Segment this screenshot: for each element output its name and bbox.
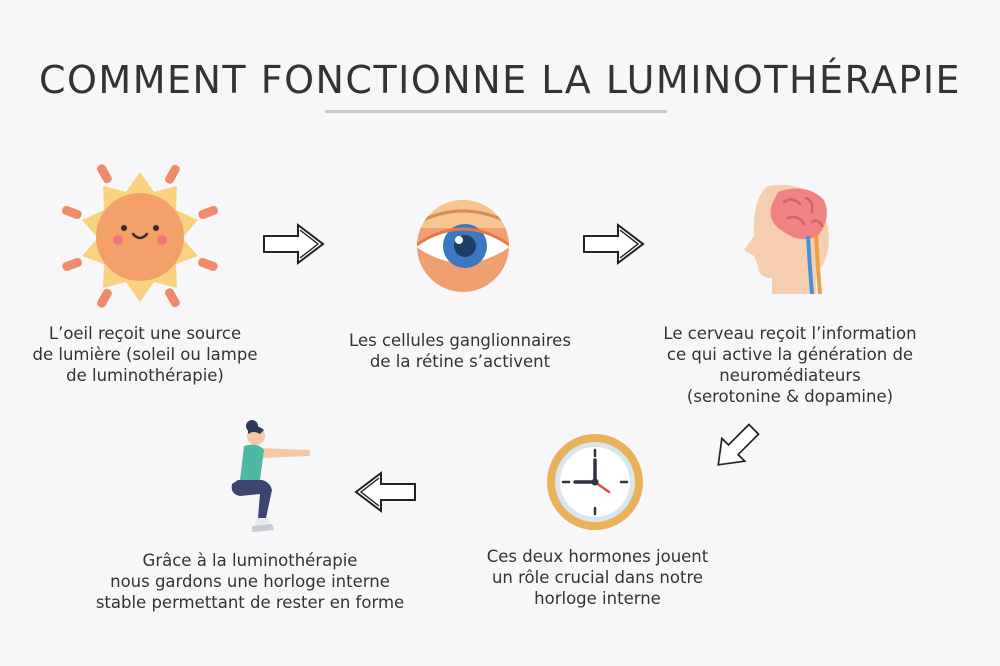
- arrow-left-icon: [353, 470, 417, 514]
- squat-woman-icon: [210, 418, 320, 536]
- caption-line: nous gardons une horloge interne: [110, 572, 390, 591]
- sun-icon: [60, 160, 220, 310]
- caption-line: de lumière (soleil ou lampe: [32, 345, 258, 364]
- caption-line: L’oeil reçoit une source: [48, 324, 242, 343]
- eye-icon: [415, 198, 511, 294]
- caption-line: neuromédiateurs: [719, 366, 861, 385]
- clock-icon: [545, 432, 645, 532]
- caption-line: horloge interne: [534, 589, 661, 608]
- arrow-right-icon: [582, 222, 646, 266]
- caption-line: stable permettant de rester en forme: [95, 593, 405, 612]
- step-caption: L’oeil reçoit une source de lumière (sol…: [10, 323, 280, 386]
- step-caption: Le cerveau reçoit l’information ce qui a…: [630, 323, 950, 407]
- step-caption: Grâce à la luminothérapie nous gardons u…: [60, 550, 440, 613]
- arrow-down-left-icon: [708, 420, 762, 474]
- caption-line: ce qui active la génération de: [666, 345, 914, 364]
- caption-line: Les cellules ganglionnaires: [349, 331, 571, 350]
- caption-line: de luminothérapie): [66, 366, 224, 385]
- caption-line: Ces deux hormones jouent: [486, 547, 709, 566]
- caption-line: Le cerveau reçoit l’information: [663, 324, 917, 343]
- caption-line: Grâce à la luminothérapie: [142, 551, 358, 570]
- step-caption: Ces deux hormones jouent un rôle crucial…: [455, 546, 740, 609]
- caption-line: de la rétine s’activent: [369, 352, 551, 371]
- title-underline: [325, 110, 667, 113]
- step-caption: Les cellules ganglionnaires de la rétine…: [320, 330, 600, 372]
- caption-line: un rôle crucial dans notre: [491, 568, 704, 587]
- caption-line: (serotonine & dopamine): [686, 387, 894, 406]
- arrow-right-icon: [262, 222, 326, 266]
- brain-head-icon: [728, 178, 838, 296]
- page-title: COMMENT FONCTIONNE LA LUMINOTHÉRAPIE: [38, 58, 962, 102]
